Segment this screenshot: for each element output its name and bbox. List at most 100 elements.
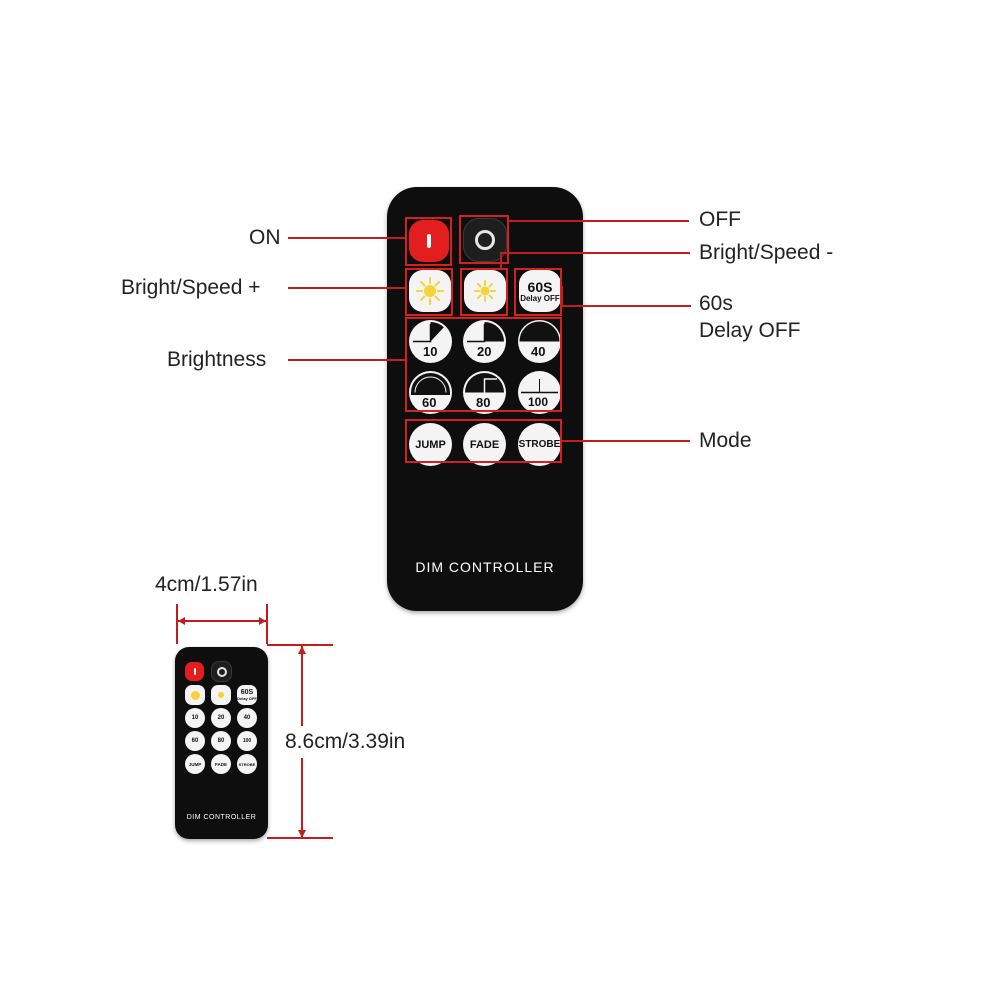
power-off-icon	[475, 230, 495, 250]
small-power-on-icon	[193, 668, 196, 675]
remote-small: 60S Delay OFF 10 20 40 60 80 100 JUMP FA…	[175, 647, 268, 839]
off-button[interactable]	[463, 218, 507, 262]
brightness-10-label: 10	[423, 344, 438, 359]
small-brightness-100-label: 100	[242, 738, 252, 744]
small-brightness-60-button[interactable]: 60	[185, 731, 205, 751]
small-plus-button[interactable]	[185, 685, 205, 705]
brightness-label: Brightness	[167, 348, 267, 371]
brightness-60-label: 60	[422, 395, 437, 410]
brightness-20-button[interactable]	[463, 320, 506, 363]
brightness-highlight-box	[405, 317, 562, 412]
small-fade-label: FADE	[214, 761, 227, 767]
jump-label: JUMP	[415, 438, 446, 451]
small-brightness-40-label: 40	[243, 715, 251, 721]
bright-speed-plus-label: Bright/Speed +	[121, 276, 261, 299]
on-button[interactable]	[409, 220, 449, 262]
power-on-icon	[427, 234, 431, 248]
brightness-100-icon	[521, 379, 558, 394]
small-brightness-100-button[interactable]: 100	[237, 731, 257, 751]
small-brightness-80-label: 80	[217, 738, 225, 744]
minus-callout-line-v	[500, 252, 502, 269]
strobe-label: STROBE	[518, 439, 561, 450]
width-tick-left	[176, 604, 178, 644]
brightness-80-label: 80	[476, 395, 491, 410]
sun-small-icon	[474, 280, 496, 302]
small-jump-button[interactable]: JUMP	[185, 754, 205, 774]
strobe-button[interactable]: STROBE	[518, 423, 561, 466]
off-label: OFF	[699, 208, 741, 231]
height-label: 8.6cm/3.39in	[285, 730, 406, 753]
small-brightness-10-label: 10	[191, 715, 199, 721]
small-strobe-button[interactable]: STROBE	[237, 754, 257, 774]
small-delay-main-text: 60S	[240, 689, 254, 696]
height-tick-top	[267, 644, 333, 646]
small-brightness-10-button[interactable]: 10	[185, 708, 205, 728]
on-label: ON	[249, 226, 281, 249]
sun-large-icon	[416, 277, 444, 305]
width-dimension-line	[178, 620, 266, 622]
delay-callout-line	[561, 305, 691, 307]
bright-speed-minus-label: Bright/Speed -	[699, 241, 834, 264]
delay-off-button[interactable]: 60S Delay OFF	[519, 270, 561, 312]
brightness-60-button[interactable]	[409, 371, 452, 414]
width-tick-right	[266, 604, 268, 644]
off-callout-line	[509, 220, 689, 222]
small-brightness-80-button[interactable]: 80	[211, 731, 231, 751]
small-delay-sub-text: Delay OFF	[237, 696, 257, 701]
brightness-60-icon	[411, 373, 450, 395]
small-sun-large-icon	[190, 690, 200, 700]
brightness-40-icon	[519, 321, 560, 342]
small-minus-button[interactable]	[211, 685, 231, 705]
delay-label-line1: 60s	[699, 292, 733, 315]
mode-label: Mode	[699, 429, 752, 452]
brightness-40-button[interactable]	[518, 320, 561, 363]
plus-callout-line	[288, 287, 405, 289]
delay-label-line2: Delay OFF	[699, 319, 801, 342]
on-callout-line	[288, 237, 405, 239]
brightness-10-button[interactable]	[409, 320, 452, 363]
jump-button[interactable]: JUMP	[409, 423, 452, 466]
height-tick-bottom	[267, 837, 333, 839]
fade-label: FADE	[469, 438, 500, 451]
small-jump-label: JUMP	[188, 761, 202, 767]
width-label: 4cm/1.57in	[155, 573, 258, 596]
small-brightness-40-button[interactable]: 40	[237, 708, 257, 728]
brightness-10-icon	[413, 321, 444, 343]
small-brightness-20-label: 20	[217, 715, 225, 721]
brightness-20-label: 20	[477, 344, 492, 359]
mode-callout-line	[562, 440, 690, 442]
small-off-button[interactable]	[211, 661, 232, 682]
brightness-100-label: 100	[528, 395, 549, 409]
brightness-40-label: 40	[531, 344, 546, 359]
plus-highlight-box	[405, 268, 453, 316]
bright-speed-minus-button[interactable]	[464, 270, 506, 312]
small-strobe-label: STROBE	[238, 761, 256, 767]
delay-callout-line-v	[561, 286, 563, 306]
delay-main-text: 60S	[527, 278, 553, 295]
fade-button[interactable]: FADE	[463, 423, 506, 466]
small-on-button[interactable]	[185, 662, 204, 681]
small-delay-button[interactable]: 60S Delay OFF	[237, 685, 257, 705]
small-power-off-icon	[216, 666, 227, 677]
small-fade-button[interactable]: FADE	[211, 754, 231, 774]
small-brightness-20-button[interactable]: 20	[211, 708, 231, 728]
minus-highlight-box	[460, 268, 508, 316]
off-highlight-box	[459, 215, 509, 264]
brightness-80-icon	[465, 373, 504, 393]
remote-title: DIM CONTROLLER	[415, 559, 555, 575]
delay-highlight-box	[514, 268, 562, 316]
small-remote-title: DIM CONTROLLER	[186, 814, 257, 821]
brightness-100-button[interactable]	[518, 371, 561, 414]
brightness-callout-line	[288, 359, 405, 361]
small-brightness-60-label: 60	[191, 738, 199, 744]
bright-speed-plus-button[interactable]	[409, 270, 451, 312]
height-label-bg	[292, 726, 312, 758]
width-arrowheads	[178, 617, 266, 625]
height-arrowheads	[298, 646, 306, 838]
small-sun-small-icon	[218, 692, 224, 698]
brightness-80-button[interactable]	[463, 371, 506, 414]
remote-large: 60S Delay OFF	[387, 187, 583, 611]
brightness-20-icon	[467, 322, 504, 343]
mode-highlight-box	[405, 419, 562, 463]
minus-callout-line	[500, 252, 690, 254]
